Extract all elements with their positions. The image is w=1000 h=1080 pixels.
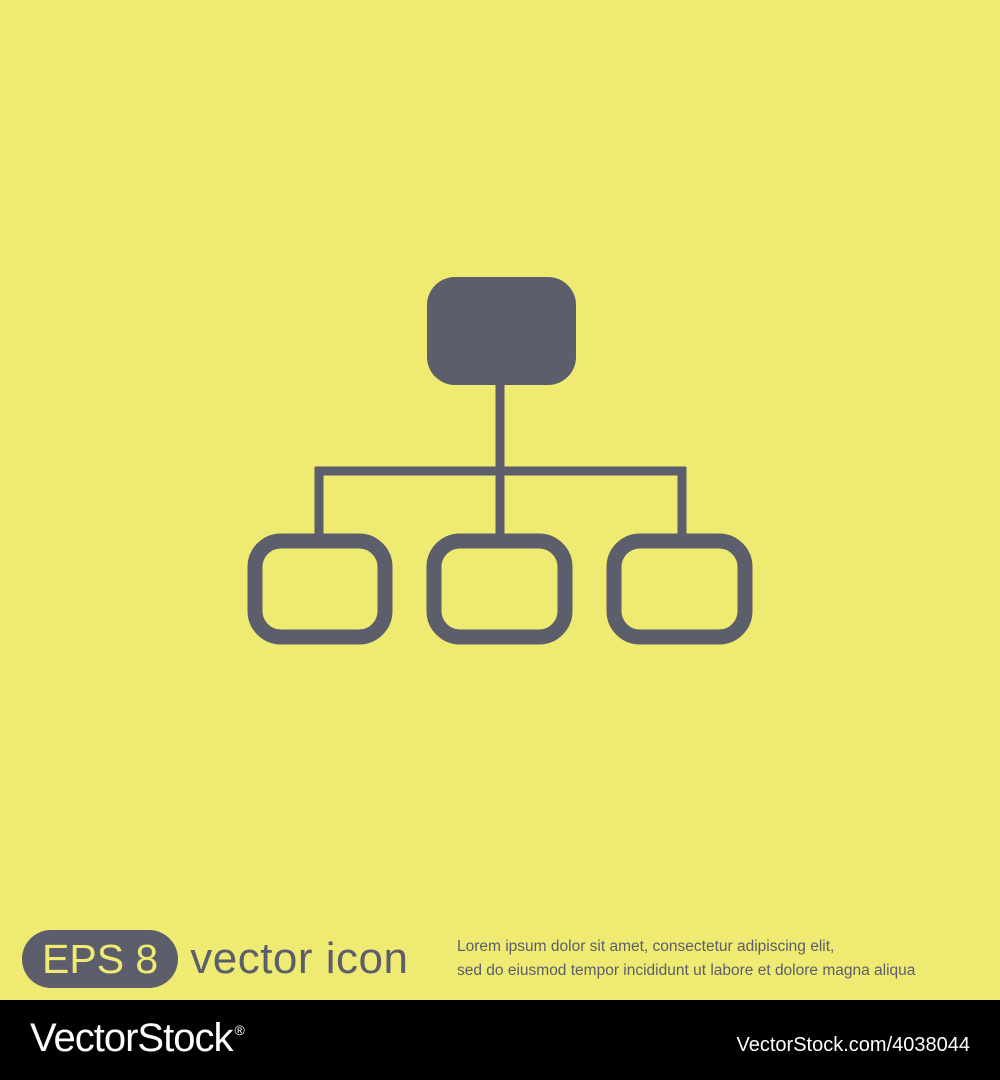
registered-mark: ® — [234, 1022, 244, 1038]
description-text: Lorem ipsum dolor sit amet, consectetur … — [457, 935, 915, 983]
promo-strip: EPS 8 vector icon — [22, 929, 409, 989]
image-reference: VectorStock.com/4038044 — [736, 1034, 970, 1056]
eps-badge: EPS 8 — [22, 930, 179, 988]
child-node-center — [426, 533, 573, 645]
brand-logo[interactable]: VectorStock® — [30, 1016, 245, 1061]
child-node-left — [247, 533, 393, 645]
brand-logo-text: VectorStock — [30, 1016, 233, 1060]
top-node-shape — [427, 277, 576, 385]
description-line-2: sed do eiusmod tempor incididunt ut labo… — [457, 962, 916, 979]
footer-bar: VectorStock® VectorStock.com/4038044 — [0, 1000, 1000, 1080]
hierarchy-icon — [247, 277, 753, 645]
description-line-1: Lorem ipsum dolor sit amet, consectetur … — [457, 938, 835, 955]
child-node-right — [606, 533, 753, 645]
vector-icon-label: vector icon — [190, 934, 409, 983]
connector-lines — [314, 385, 687, 536]
